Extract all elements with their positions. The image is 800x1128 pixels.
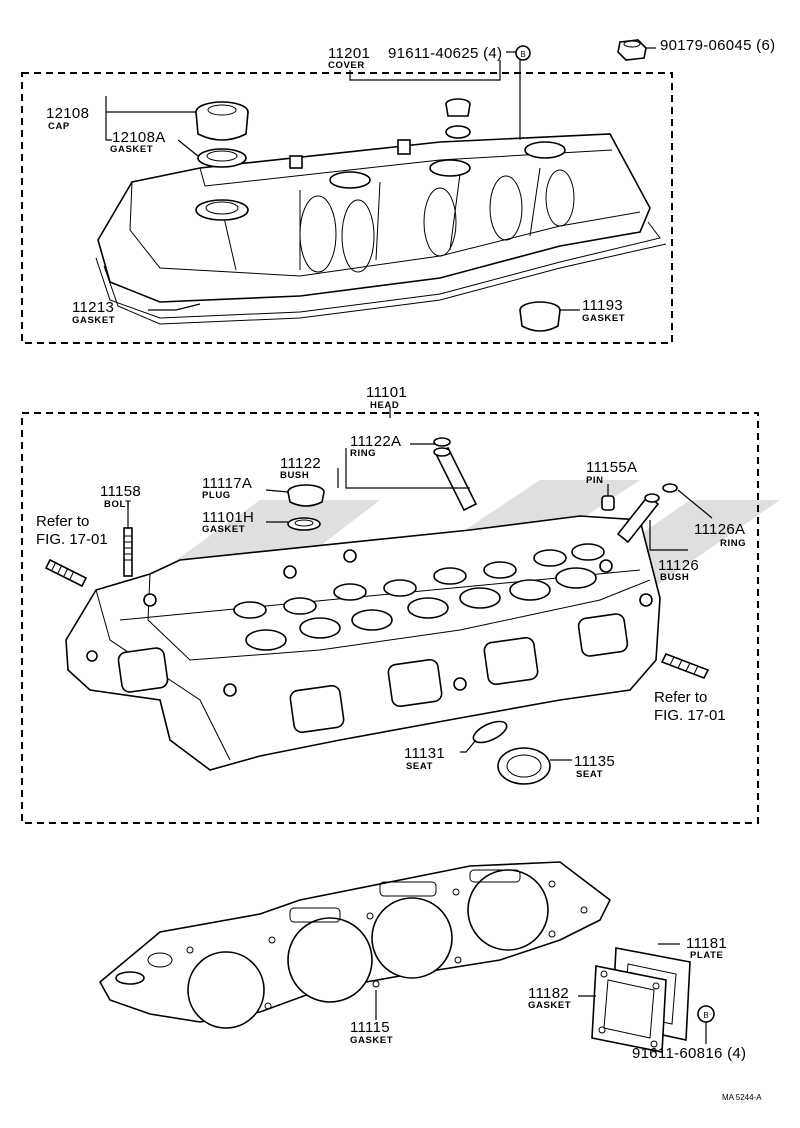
valve-seat-11135[interactable]	[497, 747, 551, 785]
label-12108A-name: GASKET	[110, 144, 153, 155]
pin-11155A[interactable]	[601, 495, 615, 511]
cover-group-frame	[21, 72, 673, 344]
stud-bolt-right[interactable]	[660, 652, 710, 680]
label-11181-number: 11181	[686, 935, 727, 952]
leader-11201	[349, 60, 521, 140]
ref-right-line2: FIG. 17-01	[654, 707, 726, 724]
label-11182-number: 11182	[528, 985, 569, 1002]
nut-icon[interactable]	[617, 39, 647, 61]
drawing-code: MA 5244-A	[722, 1093, 762, 1102]
grommet-seal-11193[interactable]	[519, 301, 561, 332]
cover-gasket-11213[interactable]	[95, 221, 667, 325]
leader-12108A	[177, 139, 199, 157]
snap-ring-11122A[interactable]	[433, 437, 451, 447]
head-group-frame	[21, 412, 759, 824]
leader-11117A	[265, 489, 289, 493]
label-11181-name: PLATE	[690, 950, 723, 961]
valve-guide-bush-11122[interactable]	[433, 446, 478, 512]
label-11126-name: BUSH	[660, 572, 689, 583]
label-11213-name: GASKET	[72, 315, 115, 326]
stud-bolt-11158[interactable]	[123, 527, 133, 577]
callout-marker-b-top: B	[515, 45, 531, 61]
label-12108-number: 12108	[46, 105, 89, 122]
label-11131-name: SEAT	[406, 761, 433, 772]
ref-left-line2: FIG. 17-01	[36, 531, 108, 548]
oil-filler-cap[interactable]	[195, 101, 249, 141]
label-11155A-name: PIN	[586, 475, 604, 486]
label-11201-name: COVER	[328, 60, 365, 71]
cover-washer-nut[interactable]	[445, 98, 471, 117]
label-11122A-name: RING	[350, 448, 376, 459]
label-11158-name: BOLT	[104, 499, 132, 510]
label-11101H-number: 11101H	[202, 509, 254, 526]
label-11101-number: 11101	[366, 384, 407, 401]
label-11117A-number: 11117A	[202, 475, 252, 492]
label-11201-number: 11201	[328, 45, 370, 62]
cylinder-head[interactable]	[65, 515, 661, 771]
label-12108-name: CAP	[48, 121, 70, 132]
leader-11131	[460, 739, 477, 753]
label-11122A-number: 11122A	[350, 433, 401, 450]
label-11115-number: 11115	[350, 1019, 390, 1036]
label-11126A-name: RING	[720, 538, 746, 549]
snap-ring-11126A[interactable]	[662, 483, 678, 493]
label-11101-name: HEAD	[370, 400, 399, 411]
label-91611-40625: 91611-40625 (4)	[388, 45, 502, 62]
leader-11126A	[677, 489, 713, 519]
label-11122-number: 11122	[280, 455, 321, 472]
stud-bolt-left[interactable]	[44, 558, 88, 588]
label-11122-name: BUSH	[280, 470, 309, 481]
valve-seat-11131[interactable]	[470, 717, 509, 747]
label-11101H-name: GASKET	[202, 524, 245, 535]
label-11135-number: 11135	[574, 753, 615, 770]
plug-gasket-11101H[interactable]	[287, 517, 321, 531]
plate-gasket-11182[interactable]	[591, 965, 667, 1053]
cap-gasket-ring[interactable]	[197, 148, 247, 168]
label-11135-name: SEAT	[576, 769, 603, 780]
label-90179-06045: 90179-06045 (6)	[660, 37, 775, 54]
label-91611-60816: 91611-60816 (4)	[632, 1045, 746, 1062]
label-11115-name: GASKET	[350, 1035, 393, 1046]
valve-guide-bush-11126[interactable]	[616, 493, 660, 544]
callout-marker-b-bottom: B	[697, 1005, 715, 1023]
valve-cover[interactable]	[97, 125, 651, 303]
leader-11122A	[345, 448, 470, 489]
svg-text:B: B	[703, 1011, 708, 1020]
ref-left-line1: Refer to	[36, 513, 89, 530]
plug-11117A[interactable]	[287, 484, 325, 507]
leader-12108	[105, 96, 196, 141]
label-11126A-number: 11126A	[694, 521, 745, 538]
label-11182-name: GASKET	[528, 1000, 571, 1011]
svg-text:B: B	[520, 50, 525, 59]
label-11213-number: 11213	[72, 299, 114, 316]
head-gasket-11115[interactable]	[98, 861, 612, 1029]
label-11193-number: 11193	[582, 297, 623, 314]
label-11126-number: 11126	[658, 557, 699, 574]
label-11193-name: GASKET	[582, 313, 625, 324]
label-11117A-name: PLUG	[202, 490, 231, 501]
label-11131-number: 11131	[404, 745, 445, 762]
label-11155A-number: 11155A	[586, 459, 637, 476]
leader-11126	[649, 520, 688, 551]
label-11158-number: 11158	[100, 483, 141, 500]
leader-11213	[148, 303, 201, 311]
ref-right-line1: Refer to	[654, 689, 707, 706]
label-12108A-number: 12108A	[112, 129, 166, 146]
